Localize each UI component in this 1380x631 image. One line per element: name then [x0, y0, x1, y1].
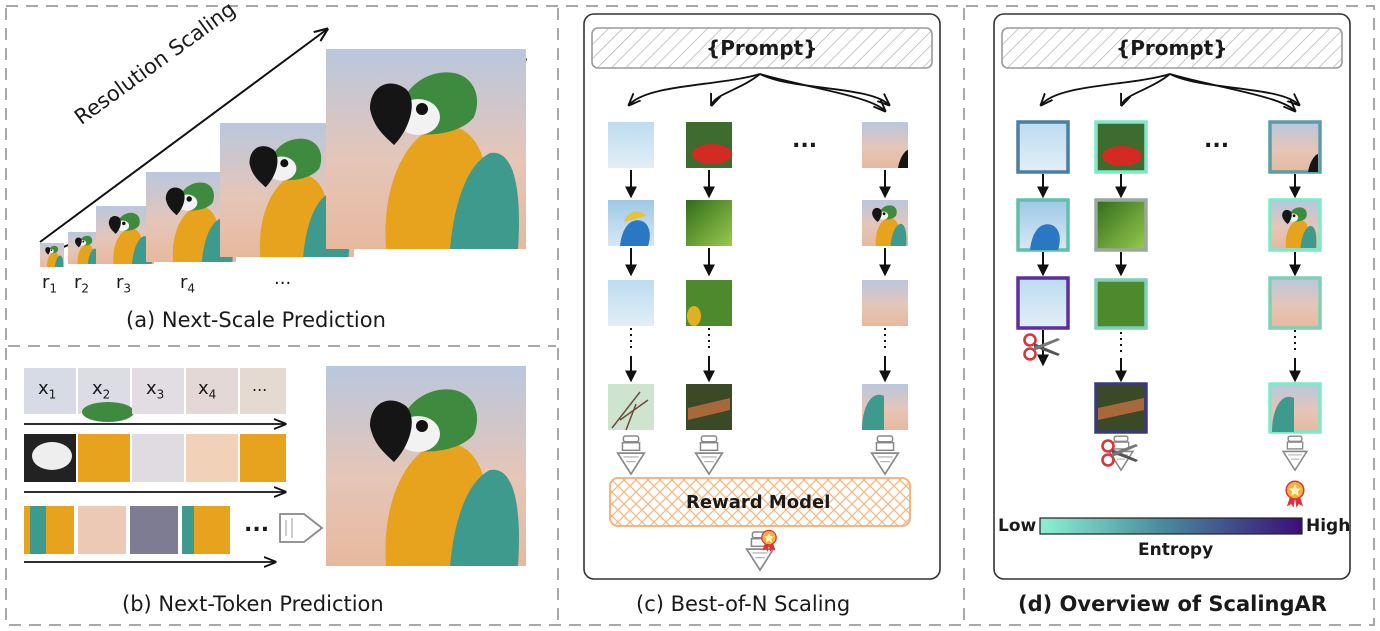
panel-b	[24, 366, 526, 566]
panel-c-box	[583, 13, 941, 580]
scalingar-column-n	[1268, 120, 1322, 508]
token-row-1	[24, 368, 286, 424]
entropy-colorbar	[1039, 517, 1303, 535]
prompt-text-d: {Prompt}	[1116, 36, 1228, 60]
scale-label-ellipsis: ...	[274, 268, 292, 289]
entropy-high-label: High	[1306, 516, 1351, 536]
candidate-column-1	[608, 122, 654, 475]
token-row-3	[24, 506, 274, 562]
funnel-arrow	[279, 513, 324, 543]
scale-image-r3	[96, 206, 154, 264]
branch-arrows-c	[630, 73, 888, 110]
scale-label-r4: r4	[180, 272, 196, 296]
column-ellipsis-c: ...	[792, 128, 818, 153]
token-row-2	[24, 434, 286, 492]
medal-icon	[1285, 480, 1305, 508]
prompt-text-c: {Prompt}	[706, 36, 818, 60]
panel-d	[993, 13, 1351, 580]
branch-arrows-d	[1042, 73, 1298, 110]
scale-image-r1	[40, 243, 64, 267]
scalingar-column-2	[1094, 120, 1148, 471]
token-label-ellipsis: ...	[252, 376, 268, 395]
prompt-box-c	[591, 27, 933, 69]
reward-model-label: Reward Model	[686, 492, 831, 513]
candidate-column-2	[686, 122, 732, 475]
scale-label-r1: r1	[42, 272, 58, 296]
token-label-x3: x3	[146, 378, 165, 402]
resolution-scaling-arrow	[39, 30, 326, 243]
column-ellipsis-d: ...	[1204, 128, 1230, 153]
token-label-x4: x4	[198, 378, 217, 402]
entropy-label: Entropy	[1138, 540, 1214, 560]
token-label-x1: x1	[38, 378, 57, 402]
entropy-low-label: Low	[998, 516, 1037, 536]
token-row-ellipsis: ...	[244, 512, 270, 537]
panel-a	[39, 30, 526, 267]
scale-image-r2	[68, 232, 100, 264]
frame	[5, 5, 1375, 626]
panel-d-box	[993, 13, 1351, 580]
scalingar-column-1	[1016, 120, 1070, 367]
candidate-column-n	[862, 122, 908, 475]
reward-model-box	[609, 477, 911, 527]
scale-label-r2: r2	[74, 272, 90, 296]
caption-b: (b) Next-Token Prediction	[122, 592, 384, 616]
prompt-box-d	[1001, 27, 1343, 69]
caption-d: (d) Overview of ScalingAR	[1018, 592, 1327, 616]
caption-a: (a) Next-Scale Prediction	[126, 308, 386, 332]
scale-label-r3: r3	[116, 272, 132, 296]
token-label-x2: x2	[92, 378, 111, 402]
token-final-image	[326, 366, 526, 566]
scale-image-final	[326, 49, 526, 249]
caption-c: (c) Best-of-N Scaling	[636, 592, 851, 616]
panel-c	[583, 13, 941, 580]
